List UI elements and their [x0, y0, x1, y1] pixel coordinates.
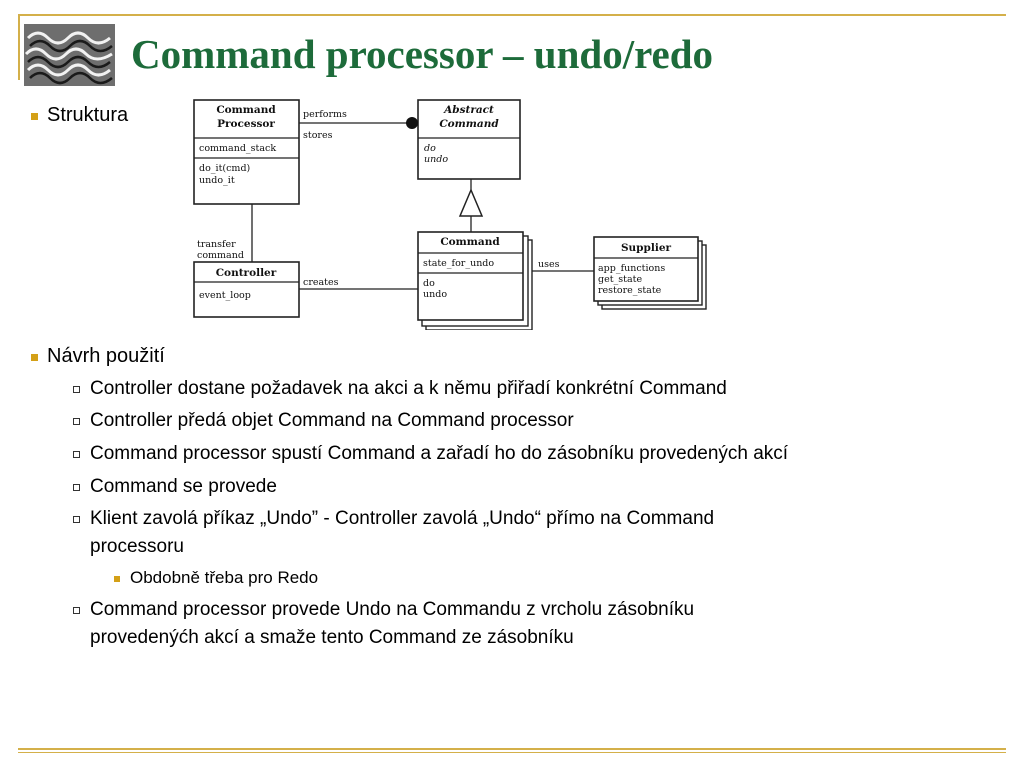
sub-bullet-text: Command processor spustí Command a zařad… [90, 443, 789, 464]
sub-bullet-text: Command se provede [90, 476, 277, 497]
sub-bullet-marker [73, 607, 80, 614]
escher-logo-image [24, 24, 115, 86]
bullet-marker [31, 354, 38, 361]
frame-left-line [18, 14, 20, 80]
label-creates: creates [303, 277, 339, 288]
bullet-structure: Struktura [47, 104, 129, 126]
sub-bullet-marker [73, 418, 80, 425]
association-creates: creates [299, 277, 418, 290]
sub-bullet-text: Klient zavolá příkaz „Undo” - Controller… [90, 508, 715, 529]
supplier-op-get-state: get_state [598, 274, 642, 285]
label-transfer: transfer [197, 239, 236, 250]
supplier-op-app-functions: app_functions [598, 263, 665, 274]
inheritance-arrow [458, 179, 484, 232]
sub-bullet-text-continued: processoru [90, 536, 184, 557]
command-processor-name-2: Processor [217, 118, 275, 130]
abstract-command-name-2: Command [439, 118, 499, 130]
bullet-design: Návrh použití [47, 345, 165, 367]
supplier-op-restore-state: restore_state [598, 285, 662, 296]
frame-bottom-line [18, 748, 1006, 750]
association-performs-stores: performs stores [299, 109, 418, 141]
label-performs: performs [303, 109, 347, 120]
sub-bullet-marker [73, 451, 80, 458]
association-transfer-command: transfer command [197, 204, 253, 262]
label-stores: stores [303, 130, 333, 141]
sub-bullet-text: Command processor provede Undo na Comman… [90, 599, 695, 620]
supplier-name: Supplier [621, 242, 672, 254]
frame-top-line [18, 14, 1006, 16]
sub-bullet-text: Controller předá objet Command na Comman… [90, 410, 574, 431]
sub-bullet-text: Controller dostane požadavek na akci a k… [90, 378, 727, 399]
command-processor-attribute: command_stack [199, 143, 276, 154]
command-attribute: state_for_undo [423, 258, 494, 269]
class-command-processor: Command Processor command_stack do_it(cm… [193, 99, 300, 205]
controller-op-event-loop: event_loop [199, 290, 251, 301]
command-op-undo: undo [423, 289, 447, 300]
command-name: Command [440, 236, 500, 248]
slide-title: Command processor – undo/redo [131, 31, 714, 77]
sub-sub-bullet-marker [114, 576, 120, 582]
sub-sub-bullet-text: Obdobně třeba pro Redo [130, 568, 319, 587]
command-op-do: do [423, 278, 435, 289]
command-processor-name-1: Command [216, 104, 276, 116]
bullet-marker [31, 113, 38, 120]
abstract-command-op-do: do [424, 143, 436, 154]
frame-bottom-line-thin [18, 752, 1006, 753]
command-processor-op-undo-it: undo_it [199, 175, 235, 186]
abstract-command-op-undo: undo [424, 154, 448, 165]
class-abstract-command: Abstract Command do undo [417, 99, 521, 180]
controller-name: Controller [216, 267, 277, 279]
command-processor-op-do-it: do_it(cmd) [199, 163, 250, 174]
sub-bullet-marker [73, 516, 80, 523]
sub-bullet-marker [73, 484, 80, 491]
class-controller: Controller event_loop [193, 261, 300, 318]
label-transfer-command: command [197, 250, 244, 261]
class-supplier: Supplier app_functions get_state restore… [593, 236, 707, 310]
sub-bullet-text-continued: provedenýćh akcí a smaže tento Command z… [90, 627, 574, 648]
uml-class-diagram: Command Processor command_stack do_it(cm… [193, 99, 707, 330]
class-command: Command state_for_undo do undo [417, 231, 533, 330]
label-uses: uses [538, 259, 560, 270]
association-uses: uses [532, 259, 594, 272]
abstract-command-name-1: Abstract [443, 104, 494, 116]
sub-bullet-marker [73, 386, 80, 393]
